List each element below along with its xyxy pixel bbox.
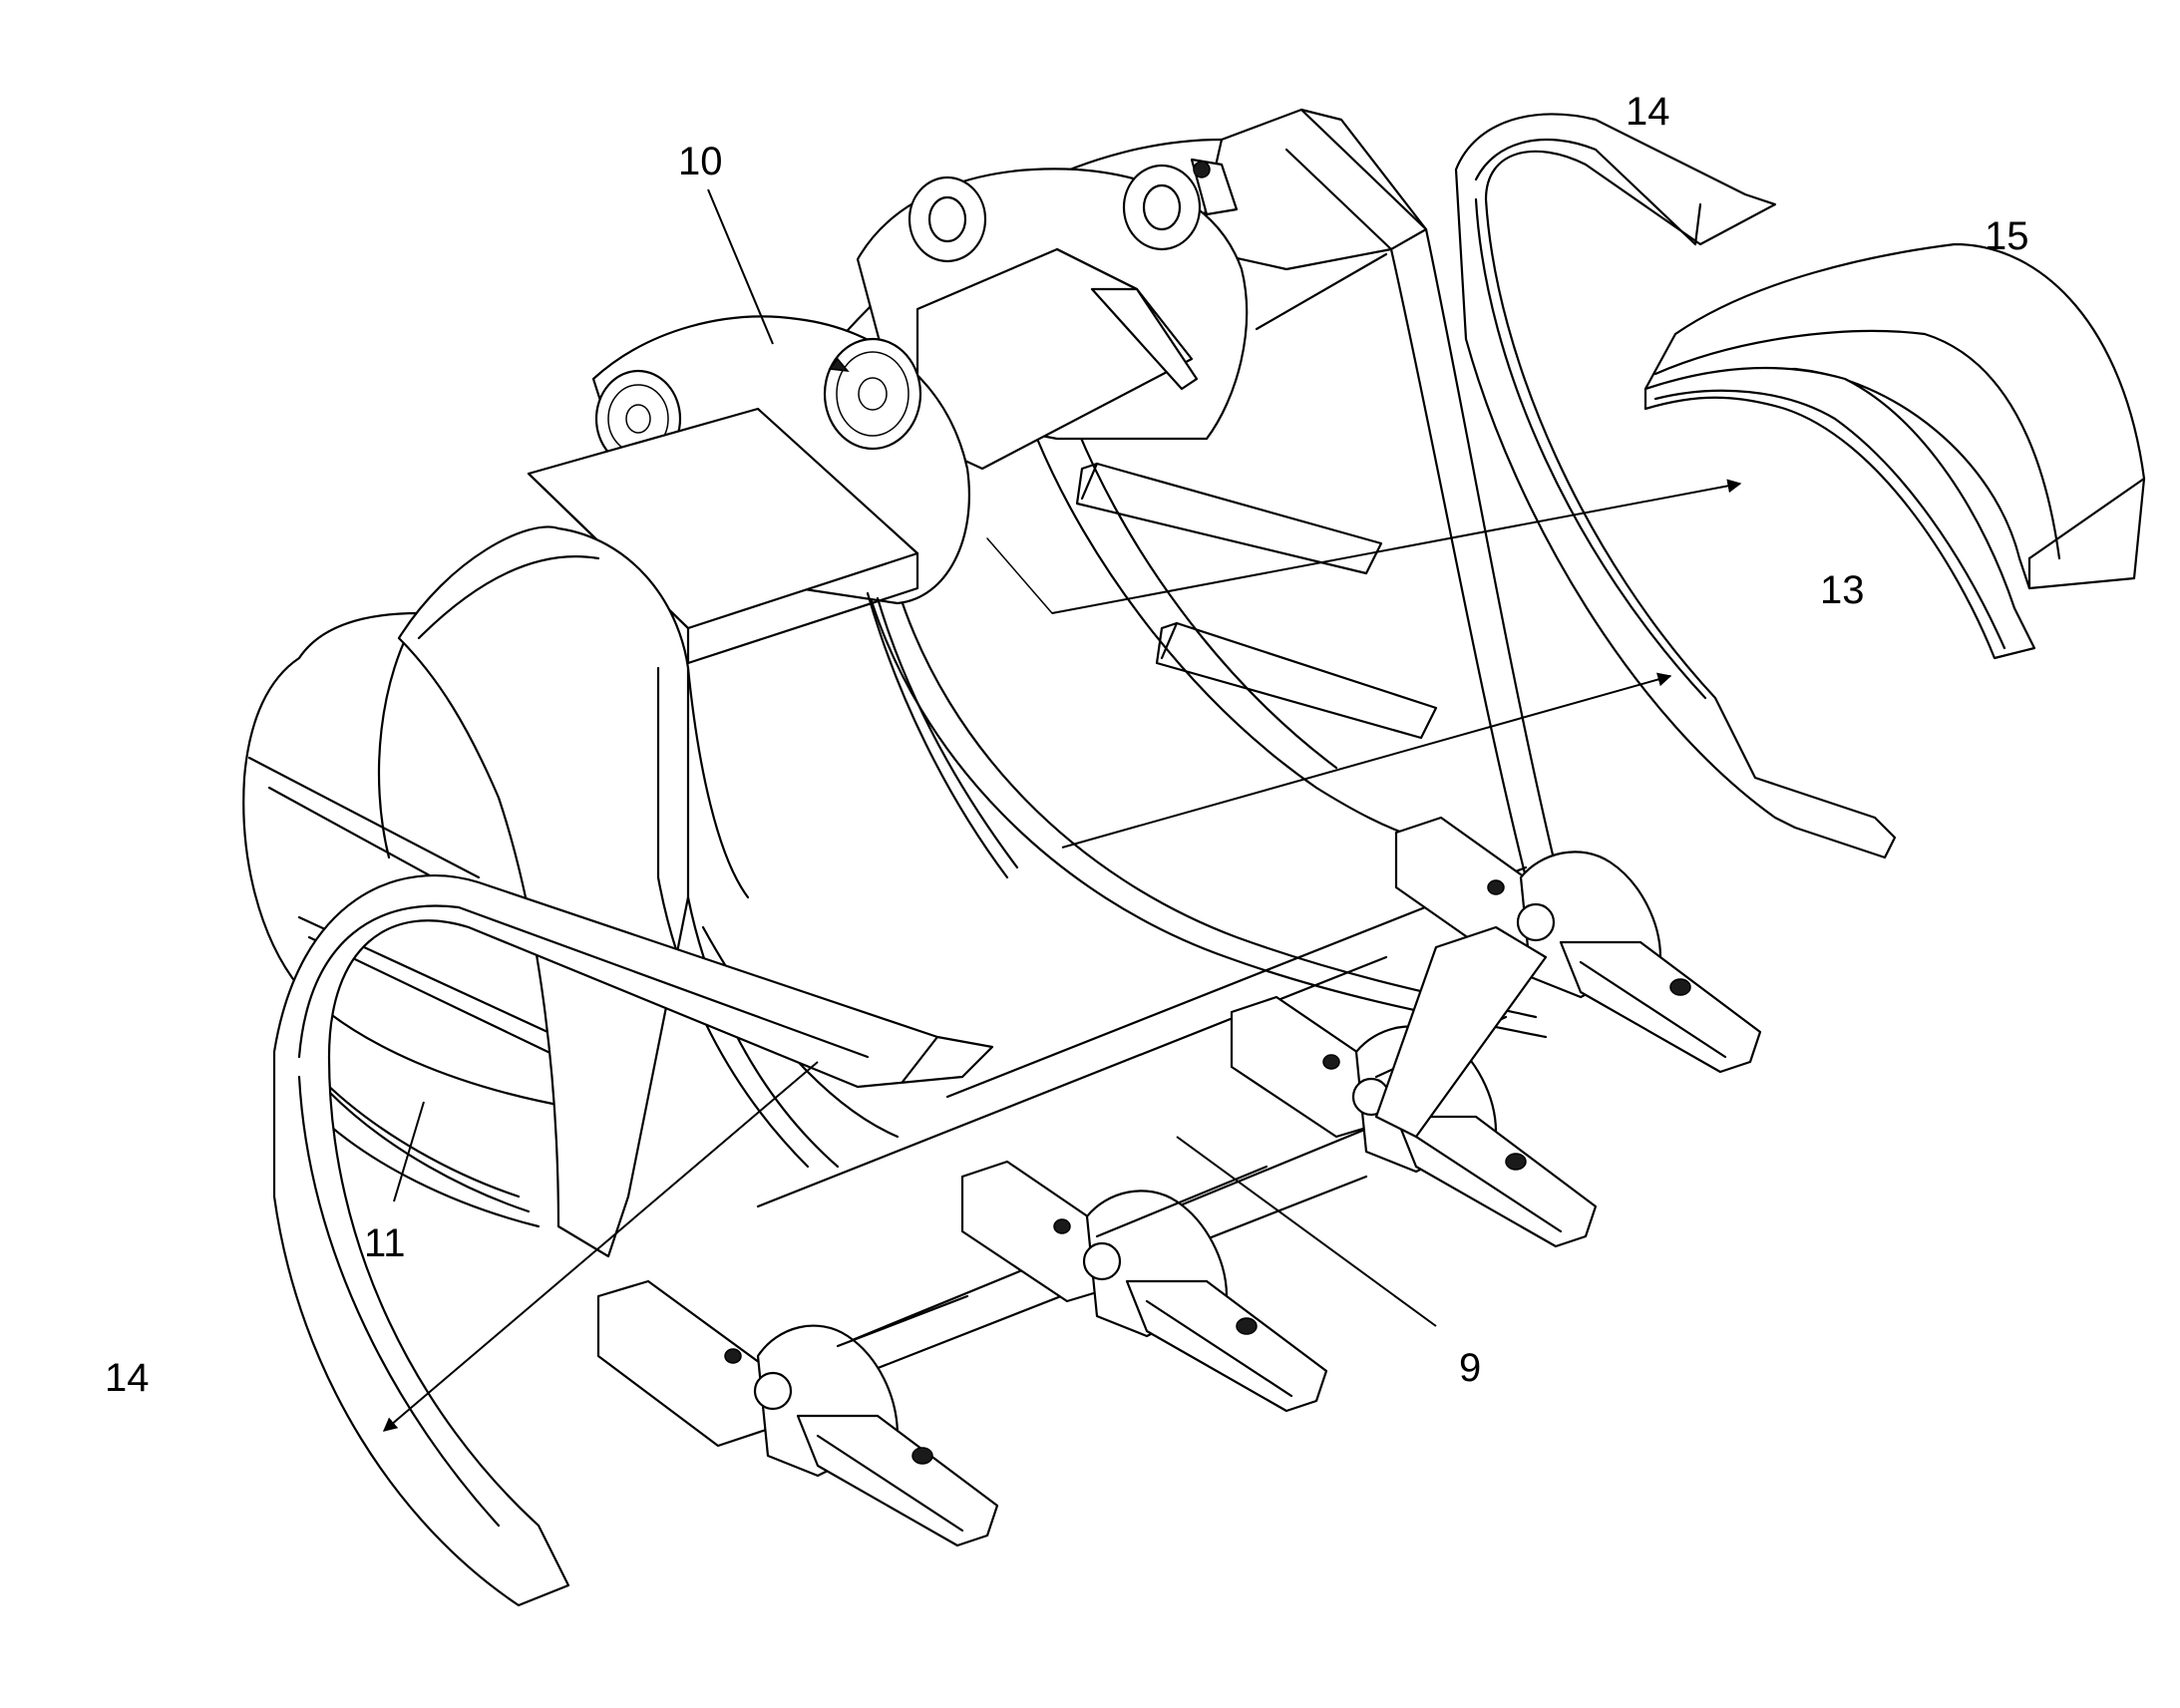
ref-numeral-14-top: 14 xyxy=(1626,90,1670,134)
leader-lines xyxy=(393,188,1437,1327)
left-tine xyxy=(272,874,994,1607)
pivot-frame xyxy=(527,158,1249,879)
ref-numeral-9: 9 xyxy=(1459,1346,1481,1390)
tooth-1 xyxy=(596,1279,999,1547)
side-plate xyxy=(242,525,900,1258)
ref-numeral-13: 13 xyxy=(1820,568,1865,612)
side-panel-and-cover xyxy=(1643,242,2146,660)
bucket-teeth xyxy=(596,816,1762,1547)
tooth-2 xyxy=(960,1160,1328,1413)
ref-numeral-11: 11 xyxy=(364,1221,406,1265)
assembly-arrows xyxy=(382,479,1742,1432)
ref-numeral-15: 15 xyxy=(1985,214,2029,258)
ref-numeral-10: 10 xyxy=(678,140,723,183)
tooth-4 xyxy=(1394,816,1762,1074)
right-tine xyxy=(1454,113,1897,859)
reference-numerals: 10 14 15 13 11 14 9 xyxy=(105,90,2029,1400)
ref-numeral-14-left: 14 xyxy=(105,1356,150,1400)
